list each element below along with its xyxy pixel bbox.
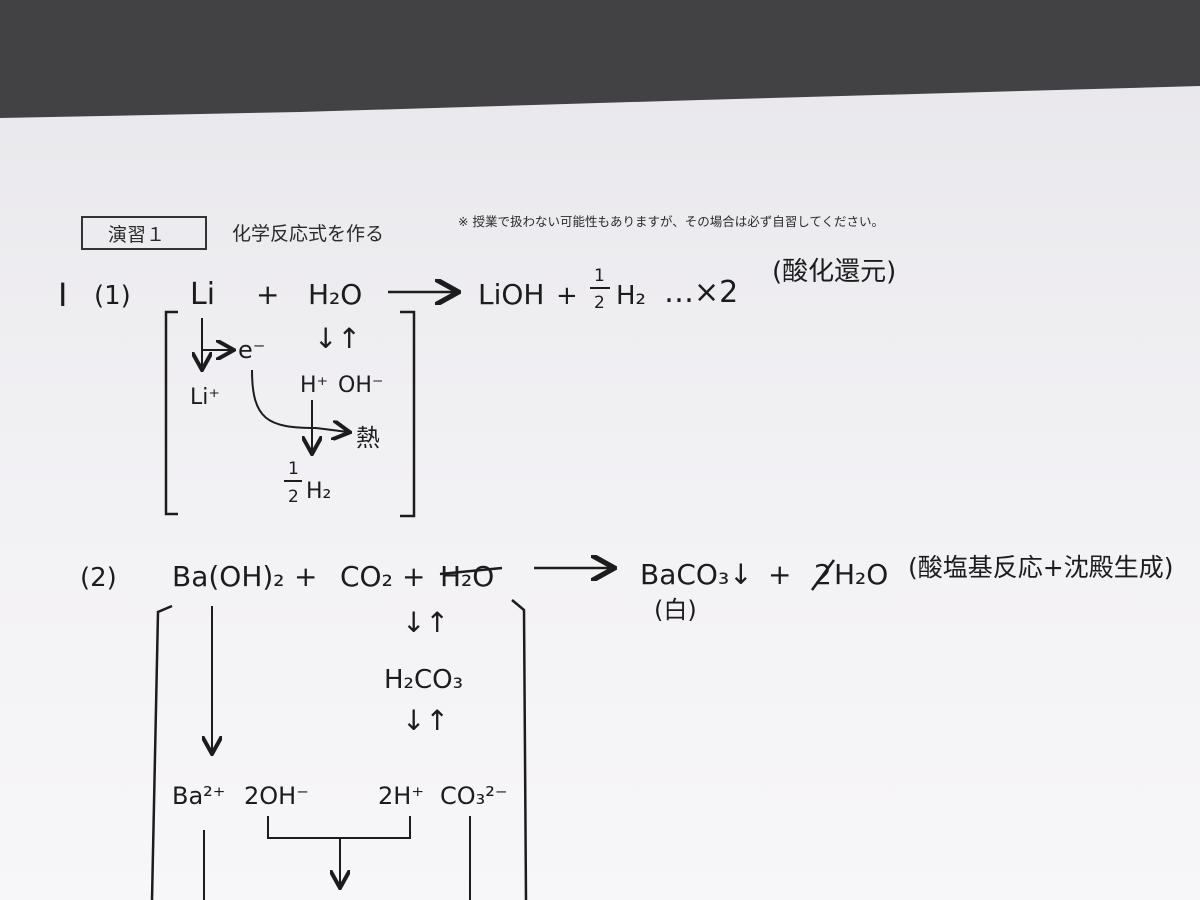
p1-bottom-h2: H₂ <box>306 479 331 504</box>
p1-half-num: 1 <box>594 266 605 286</box>
p2-oh-ions: 2OH⁻ <box>244 782 309 810</box>
p2-reaction-type: (酸塩基反応+沈殿生成) <box>908 553 1173 582</box>
p2-coef-strike <box>810 559 836 591</box>
p2-reactant-water-crossed: H₂O <box>440 560 494 593</box>
p1-reaction-type: (酸化還元) <box>772 257 896 287</box>
p1-reactant-water: H₂O <box>308 278 362 311</box>
p1-h-ion: H⁺ <box>300 373 328 398</box>
p1-heat: 熱 <box>356 424 380 452</box>
p2-equilibrium2: ↓↑ <box>402 704 449 737</box>
p1-water-equilibrium: ↓↑ <box>314 322 361 355</box>
p1-left-bracket <box>164 310 178 516</box>
problem1-number: (1) <box>94 281 131 311</box>
p1-multiplier: …×2 <box>664 275 738 310</box>
p2-plus1: + <box>294 560 317 593</box>
p2-plus2: + <box>402 560 425 593</box>
header-note: ※ 授業で扱わない可能性もありますが、その場合は必ず自習してください。 <box>458 214 884 229</box>
p1-oh-ion: OH⁻ <box>338 373 383 398</box>
p1-electron: e⁻ <box>238 336 265 364</box>
p2-product-water: H₂O <box>834 558 888 591</box>
p2-right-bracket <box>511 599 528 900</box>
p2-ba-ion: Ba²⁺ <box>172 782 225 810</box>
p1-li-ion: Li⁺ <box>190 385 220 410</box>
p1-bottom-half-den: 2 <box>288 487 299 507</box>
topic-title: 化学反応式を作る <box>232 223 384 245</box>
p2-reactant-co2: CO₂ <box>340 560 393 593</box>
p1-half-den: 2 <box>594 293 605 313</box>
p2-reactant-baoh2: Ba(OH)₂ <box>172 560 285 593</box>
p2-h-ions: 2H⁺ <box>378 782 424 810</box>
p1-reactant-li: Li <box>190 277 215 312</box>
p2-precipitate-note: (白) <box>654 596 697 624</box>
exercise-label: 演習１ <box>108 224 165 246</box>
p1-bottom-half-num: 1 <box>288 459 299 479</box>
p2-co3-ion: CO₃²⁻ <box>440 782 508 810</box>
section-label: I <box>58 276 67 314</box>
p1-product-lioh: LiOH <box>478 278 544 311</box>
p2-left-bracket <box>150 604 173 900</box>
p1-plus2: + <box>556 281 578 311</box>
exercise-label-box <box>81 216 207 250</box>
p2-strike-line <box>439 566 503 576</box>
paper-sheet <box>0 86 1200 900</box>
p2-product-baco3: BaCO₃↓ <box>640 558 753 591</box>
p1-right-bracket <box>400 310 416 518</box>
p1-product-h2: H₂ <box>616 281 646 311</box>
p2-intermediate: H₂CO₃ <box>384 665 463 695</box>
p1-plus: + <box>256 278 279 311</box>
problem2-number: (2) <box>80 563 117 593</box>
p2-equilibrium1: ↓↑ <box>402 606 449 639</box>
p2-plus3: + <box>768 558 791 591</box>
